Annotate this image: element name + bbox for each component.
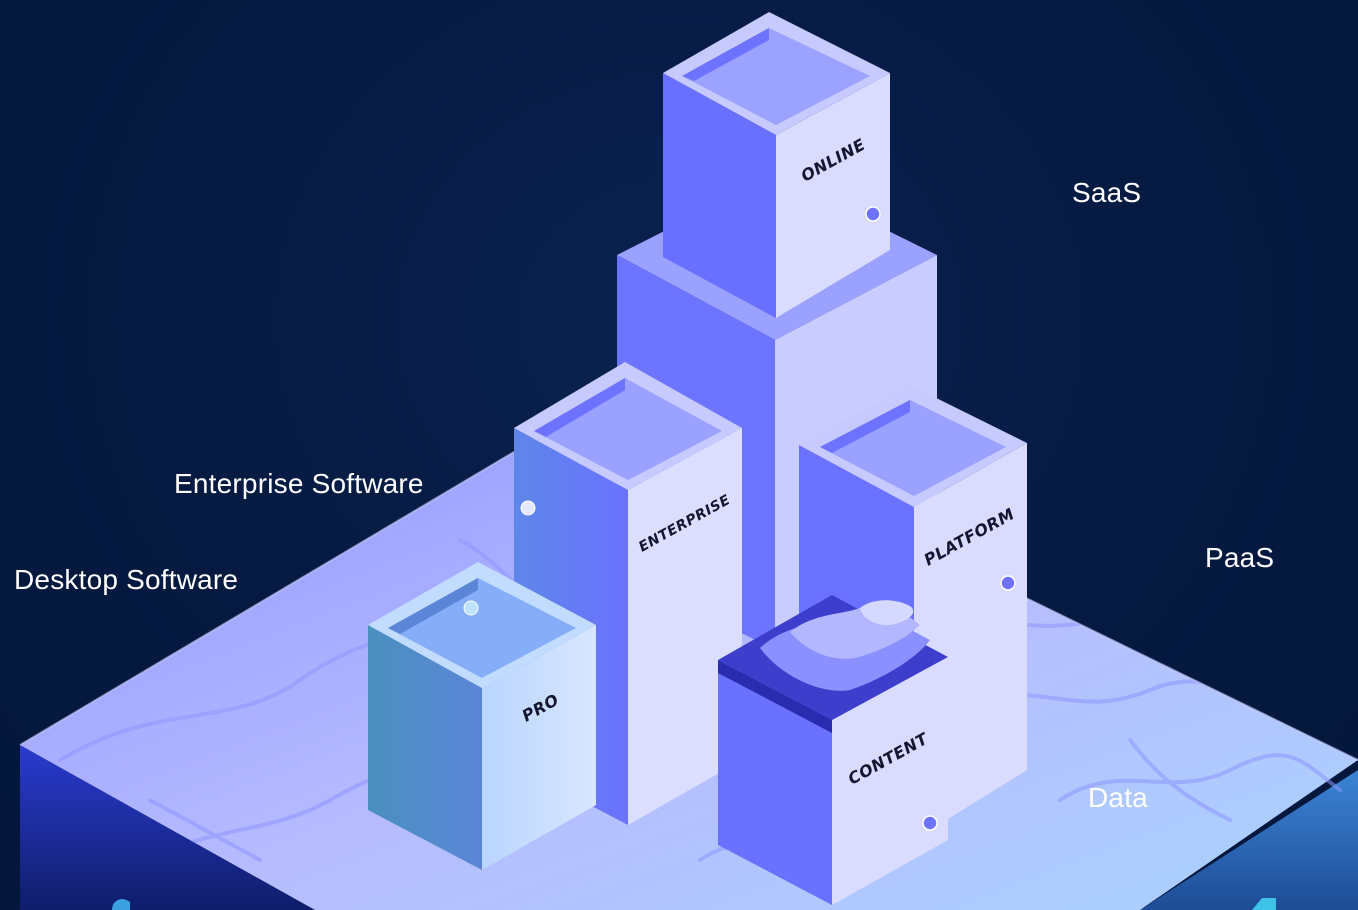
content-top-rim-left: [718, 660, 832, 733]
saas-callout-label: SaaS: [1072, 177, 1142, 208]
bottom-right-ornament-icon: [1252, 898, 1276, 910]
bottom-left-ornament-icon: [112, 899, 130, 910]
desktop-software-callout-dot: [463, 600, 479, 616]
paas-callout-dot: [1000, 575, 1016, 591]
pro-top-inner-edge: [388, 578, 478, 634]
pro-cube: PRO: [368, 562, 596, 870]
content-block: CONTENT: [718, 595, 948, 905]
online-cube-top-inner-edge: [682, 28, 769, 81]
enterprise-software-callout-label: Enterprise Software: [174, 468, 424, 499]
data-callout-dot: [922, 815, 938, 831]
paas-callout-label: PaaS: [1205, 542, 1275, 573]
online-cube-right: [776, 73, 890, 318]
content-block-left: [718, 660, 832, 905]
enterprise-top-well: [534, 378, 722, 480]
pro-cube-left: [368, 625, 482, 870]
content-block-right: [832, 657, 948, 905]
enterprise-top-inner-edge: [534, 378, 625, 437]
data-callout-label: Data: [1088, 782, 1148, 813]
enterprise-software-callout-dot: [520, 500, 536, 516]
callout-connectors: [18, 206, 1280, 831]
platform-top-inner-edge: [820, 400, 910, 453]
saas-callout-dot: [865, 206, 881, 222]
corner-ornaments: [112, 898, 1276, 910]
base-right-side: [1140, 770, 1358, 910]
content-data-layer-3: [860, 600, 914, 626]
online-cube-left: [663, 73, 776, 318]
desktop-software-callout-label: Desktop Software: [14, 564, 239, 595]
enterprise-tower-right: [628, 428, 742, 825]
pro-cube-right: [482, 625, 596, 870]
